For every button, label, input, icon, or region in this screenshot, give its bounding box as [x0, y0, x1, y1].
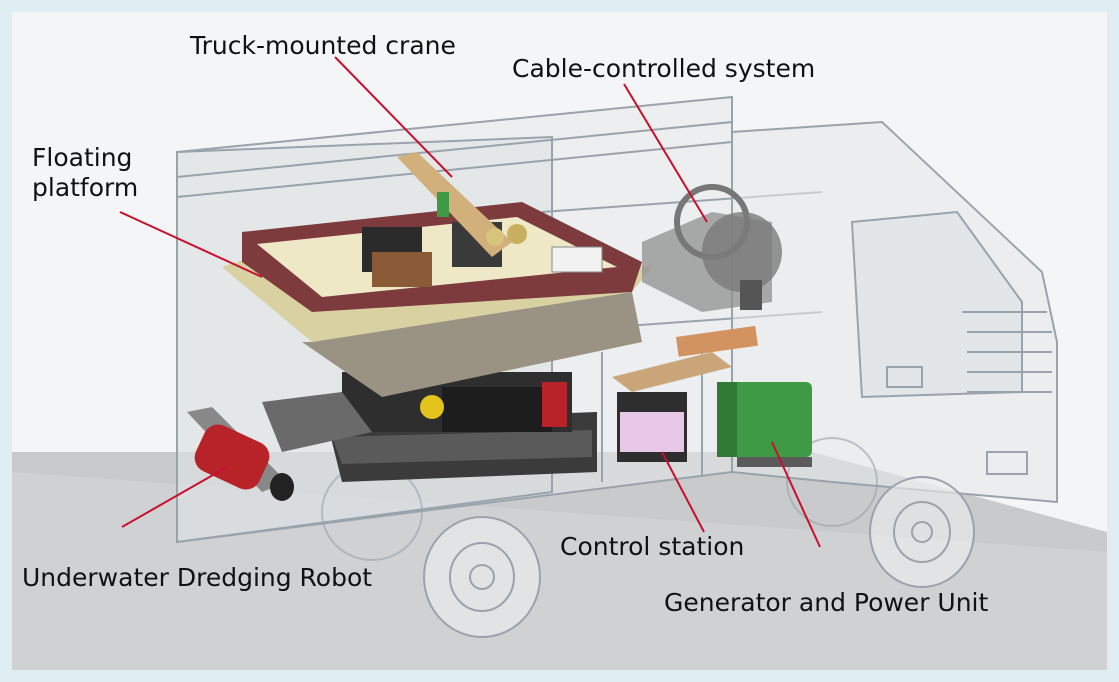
leader-line-floating-platform — [119, 211, 263, 278]
control-station-model — [612, 325, 758, 462]
leader-line-robot — [121, 466, 228, 528]
leader-line-generator — [771, 441, 821, 548]
label-floating-platform-line2: platform — [32, 173, 139, 202]
label-control-station: Control station — [560, 532, 745, 561]
label-generator-and-power-unit: Generator and Power Unit — [664, 588, 989, 617]
label-truck-mounted-crane: Truck-mounted crane — [190, 31, 456, 60]
wheel-icon — [321, 437, 975, 638]
label-underwater-dredging-robot: Underwater Dredging Robot — [22, 563, 373, 592]
figure-frame: Truck-mounted crane Cable-controlled sys… — [12, 12, 1107, 670]
winch-icon — [642, 184, 782, 312]
label-cable-controlled-system: Cable-controlled system — [512, 54, 816, 83]
leader-lines — [119, 56, 821, 548]
leader-line-cable-system — [623, 83, 708, 223]
floating-platform-model — [222, 202, 652, 397]
leader-line-crane — [334, 56, 453, 178]
dredging-roller — [187, 392, 372, 501]
leader-line-control-station — [661, 451, 705, 533]
generator-model — [717, 382, 812, 467]
label-floating-platform-line1: Floating — [32, 143, 133, 172]
dredging-truck-illustration — [12, 56, 1107, 670]
crane-arm — [397, 152, 527, 257]
